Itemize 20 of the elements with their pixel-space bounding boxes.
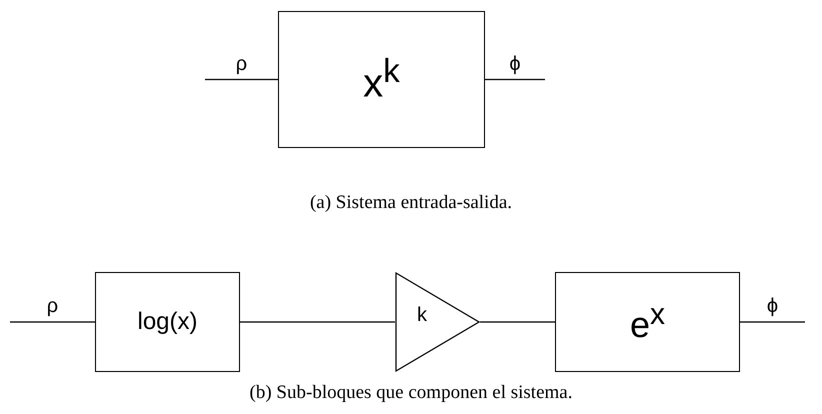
signal-line <box>10 321 95 323</box>
block-box <box>278 11 485 148</box>
figure-caption: (b) Sub-bloques que componen el sistema. <box>250 382 572 404</box>
gain-label: k <box>417 304 427 326</box>
signal-line <box>205 78 278 80</box>
signal-line <box>740 321 805 323</box>
signal-label: ϕ <box>766 295 778 318</box>
figure-caption: (a) Sistema entrada-salida. <box>310 192 512 214</box>
block-box <box>95 272 240 372</box>
block-box <box>555 272 740 372</box>
signal-line <box>485 78 545 80</box>
amplifier-triangle <box>395 272 480 372</box>
signal-line <box>480 321 555 323</box>
signal-label: ϕ <box>509 52 521 76</box>
function-label: log(x) <box>137 308 198 336</box>
signal-label: ρ <box>236 52 248 76</box>
signal-line <box>240 321 395 323</box>
function-label: e$^{x}$ <box>630 298 666 346</box>
function-label: x$^{k}$ <box>363 52 400 106</box>
signal-label: ρ <box>46 295 58 318</box>
